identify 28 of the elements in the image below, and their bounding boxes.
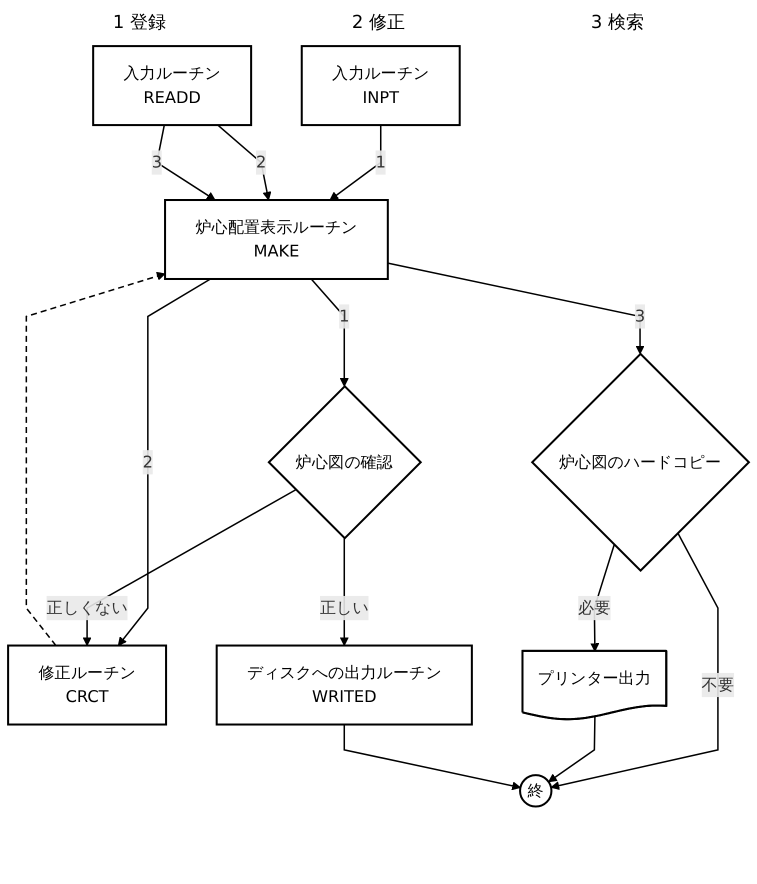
node-box: 修正ルーチン CRCT [7,644,168,726]
edge-label: 必要 [578,598,611,618]
mode-heading: 1 登録 [112,11,166,34]
arrow [388,262,644,354]
arrow [217,124,272,200]
arrow [26,272,166,646]
node-diamond: 炉心図の確認 [267,384,422,540]
mode-heading: 3 検索 [590,11,644,34]
node-box: 入力ルーチン READD [92,45,252,126]
node-box: ディスクへの出力ルーチン WRITED [216,644,473,726]
edge-label: 1 [339,306,350,326]
arrow [550,532,719,790]
node-box: 入力ルーチン INPT [300,45,461,126]
node-circle: 終 [519,774,552,808]
arrow [548,716,596,782]
edge-label: 正しい [320,598,369,618]
arrow [118,278,211,646]
mode-heading: 2 修正 [352,11,406,34]
node-diamond: 炉心図のハードコピー [530,352,750,572]
edge-label: 2 [256,152,266,172]
edge-label: 正しくない [46,598,128,618]
edge-label: 1 [376,152,386,172]
edge-label: 3 [152,152,162,172]
arrow [344,724,521,790]
edge-label: 不要 [702,674,734,694]
edge-label: 2 [142,452,153,472]
edge-label: 3 [634,306,646,326]
node-box: 炉心配置表示ルーチン MAKE [164,199,389,280]
